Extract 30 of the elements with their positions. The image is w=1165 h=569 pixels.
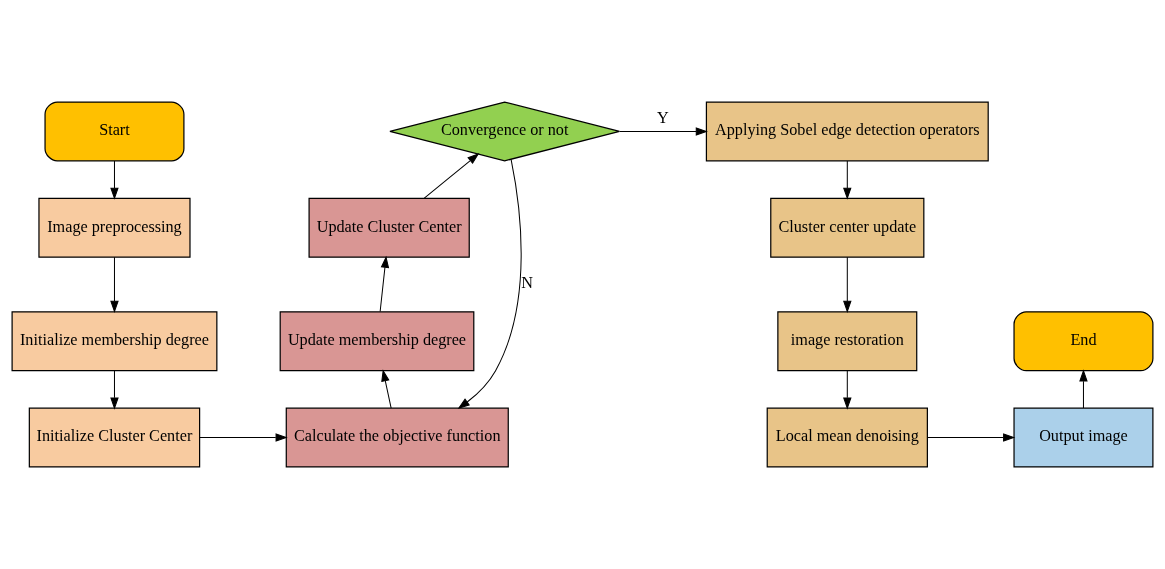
arrow [619,127,708,136]
node-box: Update membership degree [279,311,475,372]
arrow [423,153,480,199]
node-box: Update Cluster Center [308,197,470,258]
arrow [381,369,392,409]
node-box: Start [44,101,185,162]
node-box: Calculate the objective function [285,407,509,468]
node-box: Output image [1013,407,1154,468]
node-box: Initialize membership degree [11,311,218,372]
node-box: Cluster center update [770,197,925,258]
node-box: image restoration [777,311,918,372]
node-box: Image preprocessing [38,197,191,258]
arrow [110,256,119,313]
arrow [199,433,288,442]
arrow [843,160,852,200]
node-diamond: Convergence or not [389,101,621,162]
arrow [110,370,119,410]
node-box: End [1013,311,1154,372]
edge-label: N [521,274,533,293]
arrow [457,159,522,409]
arrow [110,160,119,200]
arrow [927,433,1016,442]
arrow [1079,369,1088,409]
edge-label: Y [657,109,669,128]
node-box: Local mean denoising [766,407,928,468]
arrow [843,370,852,410]
node-box: Initialize Cluster Center [28,407,201,468]
arrow [843,256,852,313]
node-box: Applying Sobel edge detection operators [705,101,989,162]
arrow [379,255,390,312]
